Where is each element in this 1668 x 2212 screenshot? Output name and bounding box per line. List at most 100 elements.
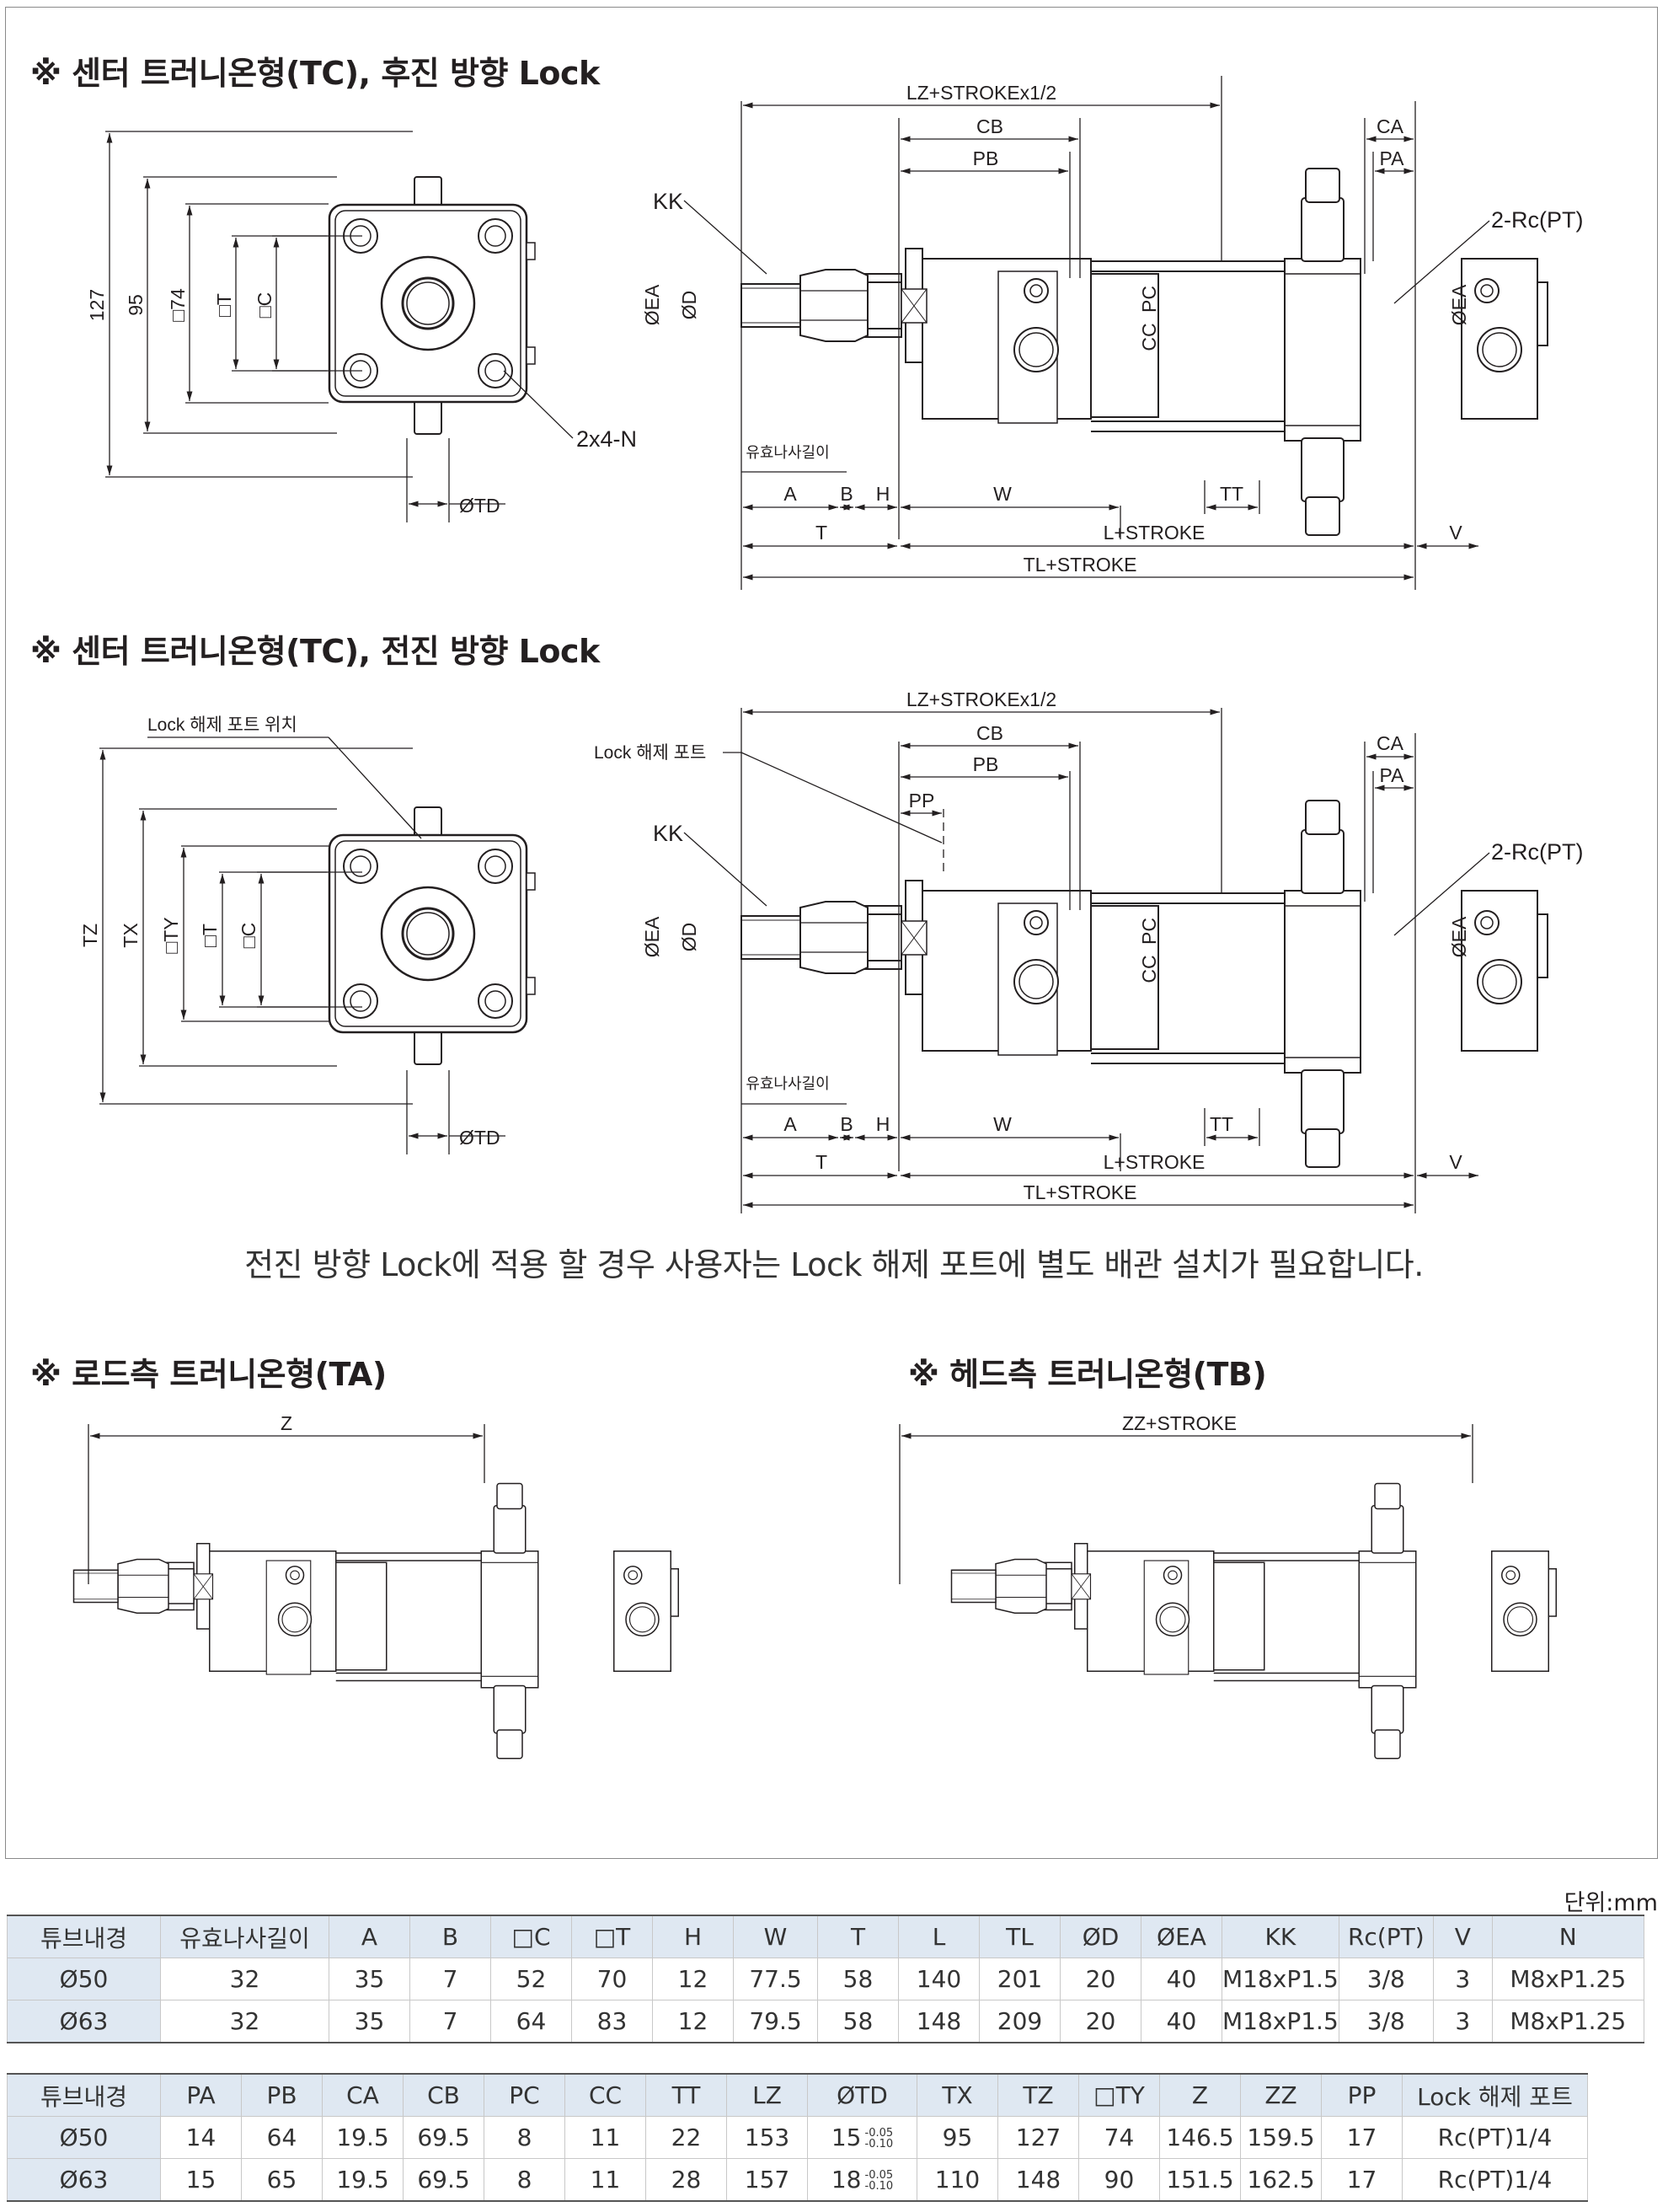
table1-header: ØEA [1141, 1915, 1222, 1958]
dim-pa: PA [1380, 147, 1405, 169]
table1-cell: 3 [1432, 1958, 1493, 2000]
table1-cell: 20 [1060, 1958, 1141, 2000]
dim-b: B [840, 483, 853, 505]
table1-cell: 40 [1141, 1958, 1222, 2000]
section-title-tc-front-lock: ※ 센터 트러니온형(TC), 전진 방향 Lock [30, 633, 600, 670]
table1-cell: M18xP1.5 [1222, 1958, 1339, 2000]
table2-cell: 153 [726, 2116, 808, 2159]
table1-header: 유효나사길이 [160, 1915, 329, 1958]
table2-header: □TY [1078, 2073, 1160, 2117]
tol-lower: -0.10 [864, 2138, 894, 2150]
table1-cell: Ø63 [7, 2000, 161, 2043]
dim-t: T [815, 522, 827, 544]
table1-header: 튜브내경 [7, 1915, 161, 1958]
table1-header: ØD [1060, 1915, 1141, 1958]
table2-cell: 110 [917, 2158, 998, 2202]
table1-cell: 3/8 [1338, 2000, 1434, 2043]
table1-cell: M8xP1.25 [1491, 2000, 1644, 2043]
dim-pc-2: PC [1138, 918, 1160, 945]
dim-cb-2: CB [976, 722, 1003, 744]
table2-cell: 148 [997, 2158, 1079, 2202]
dim-sqT: □T [213, 293, 235, 317]
table1-header: KK [1222, 1915, 1339, 1958]
label-kk: KK [653, 189, 683, 214]
table2-cell: 19.5 [322, 2116, 404, 2159]
label-rc: 2-Rc(PT) [1491, 207, 1584, 233]
table1-header: A [329, 1915, 410, 1958]
table1-cell: 32 [160, 2000, 329, 2043]
table2-cell: Rc(PT)1/4 [1402, 2116, 1588, 2159]
table1-cell: 40 [1141, 2000, 1222, 2043]
table1-header: □C [490, 1915, 572, 1958]
table2-cell: Rc(PT)1/4 [1402, 2158, 1588, 2202]
table1-header: □T [571, 1915, 653, 1958]
dim-w-2: W [993, 1113, 1012, 1135]
table2-header: ZZ [1240, 2073, 1322, 2117]
table1-header: V [1432, 1915, 1493, 1958]
label-kk-2: KK [653, 821, 683, 846]
dim-d: ØD [678, 291, 700, 320]
table1-cell: 3 [1432, 2000, 1493, 2043]
dim-b-2: B [840, 1113, 853, 1135]
table1-cell: 148 [898, 2000, 980, 2043]
dim-cb: CB [976, 115, 1003, 137]
dim-h-2: H [876, 1113, 890, 1135]
table1-header: B [409, 1915, 491, 1958]
dim-sqC: □C [254, 292, 275, 319]
dim-l: L+STROKE [1104, 522, 1206, 544]
table2-cell: 95 [917, 2116, 998, 2159]
td-value: 15 [831, 2124, 862, 2151]
table1-cell: 52 [490, 1958, 572, 2000]
dim-td-2: ØTD [459, 1127, 500, 1149]
td-value: 18 [831, 2166, 862, 2193]
table1-cell: 35 [329, 2000, 410, 2043]
table1-header: Rc(PT) [1338, 1915, 1434, 1958]
table2-cell: 146.5 [1159, 2116, 1241, 2159]
table1-cell: 32 [160, 1958, 329, 2000]
dim-d-2: ØD [678, 923, 700, 952]
table-row: Ø63 32 35 7 64 83 12 79.5 58 148 209 20 … [7, 2000, 1644, 2043]
table2-cell: 17 [1321, 2116, 1403, 2159]
table1-cell: 201 [979, 1958, 1061, 2000]
dim-tl: TL+STROKE [1024, 554, 1137, 576]
tol-lower: -0.10 [864, 2180, 894, 2193]
technical-drawings: 127 95 □74 □T □C 2x4-N ØTD LZ+STROKEx1/2… [72, 76, 1584, 1759]
dim-cc: CC [1138, 323, 1160, 351]
table1-cell: 7 [409, 2000, 491, 2043]
table2-cell: 19.5 [322, 2158, 404, 2202]
tol-upper: -0.05 [864, 2169, 894, 2182]
dim-pb: PB [973, 147, 999, 169]
table-row: Ø63 15 65 19.5 69.5 8 11 28 157 18-0.05-… [7, 2158, 1588, 2202]
table1-cell: M18xP1.5 [1222, 2000, 1339, 2043]
dim-ca-2: CA [1377, 732, 1404, 754]
spec-table-2: 튜브내경 PA PB CA CB PC CC TT LZ ØTD TX TZ □… [7, 2073, 1588, 2202]
dim-lz: LZ+STROKEx1/2 [906, 82, 1056, 104]
label-2x4-n: 2x4-N [576, 426, 637, 452]
table2-header: LZ [726, 2073, 808, 2117]
dim-ea-left: ØEA [641, 284, 663, 325]
dim-v: V [1449, 522, 1462, 544]
label-lock-port: Lock 해제 포트 [594, 743, 706, 763]
dim-pb-2: PB [973, 753, 999, 775]
dim-127: 127 [86, 289, 108, 321]
table2-cell: 15 [160, 2158, 242, 2202]
dim-ea-left-2: ØEA [641, 916, 663, 957]
table1-cell: 12 [652, 2000, 734, 2043]
table1-cell: 83 [571, 2000, 653, 2043]
table1-cell: 7 [409, 1958, 491, 2000]
table2-cell: 22 [645, 2116, 727, 2159]
label-lock-port-position: Lock 해제 포트 위치 [147, 715, 297, 735]
section-title-tc-rear-lock: ※ 센터 트러니온형(TC), 후진 방향 Lock [30, 55, 600, 92]
table2-header: CC [564, 2073, 646, 2117]
table2-cell-td: 15-0.05-0.10 [807, 2116, 917, 2159]
table1-cell: 64 [490, 2000, 572, 2043]
dim-pp: PP [909, 790, 935, 811]
table2-cell: 127 [997, 2116, 1079, 2159]
table-row: Ø50 14 64 19.5 69.5 8 11 22 153 15-0.05-… [7, 2116, 1588, 2159]
dim-tz: TZ [79, 924, 101, 947]
dim-thread-2: 유효나사길이 [746, 1075, 829, 1092]
dim-tl-2: TL+STROKE [1024, 1181, 1137, 1203]
dim-td: ØTD [459, 495, 500, 517]
table2-cell: 90 [1078, 2158, 1160, 2202]
table1-header-row: 튜브내경 유효나사길이 A B □C □T H W T L TL ØD ØEA … [7, 1915, 1644, 1958]
